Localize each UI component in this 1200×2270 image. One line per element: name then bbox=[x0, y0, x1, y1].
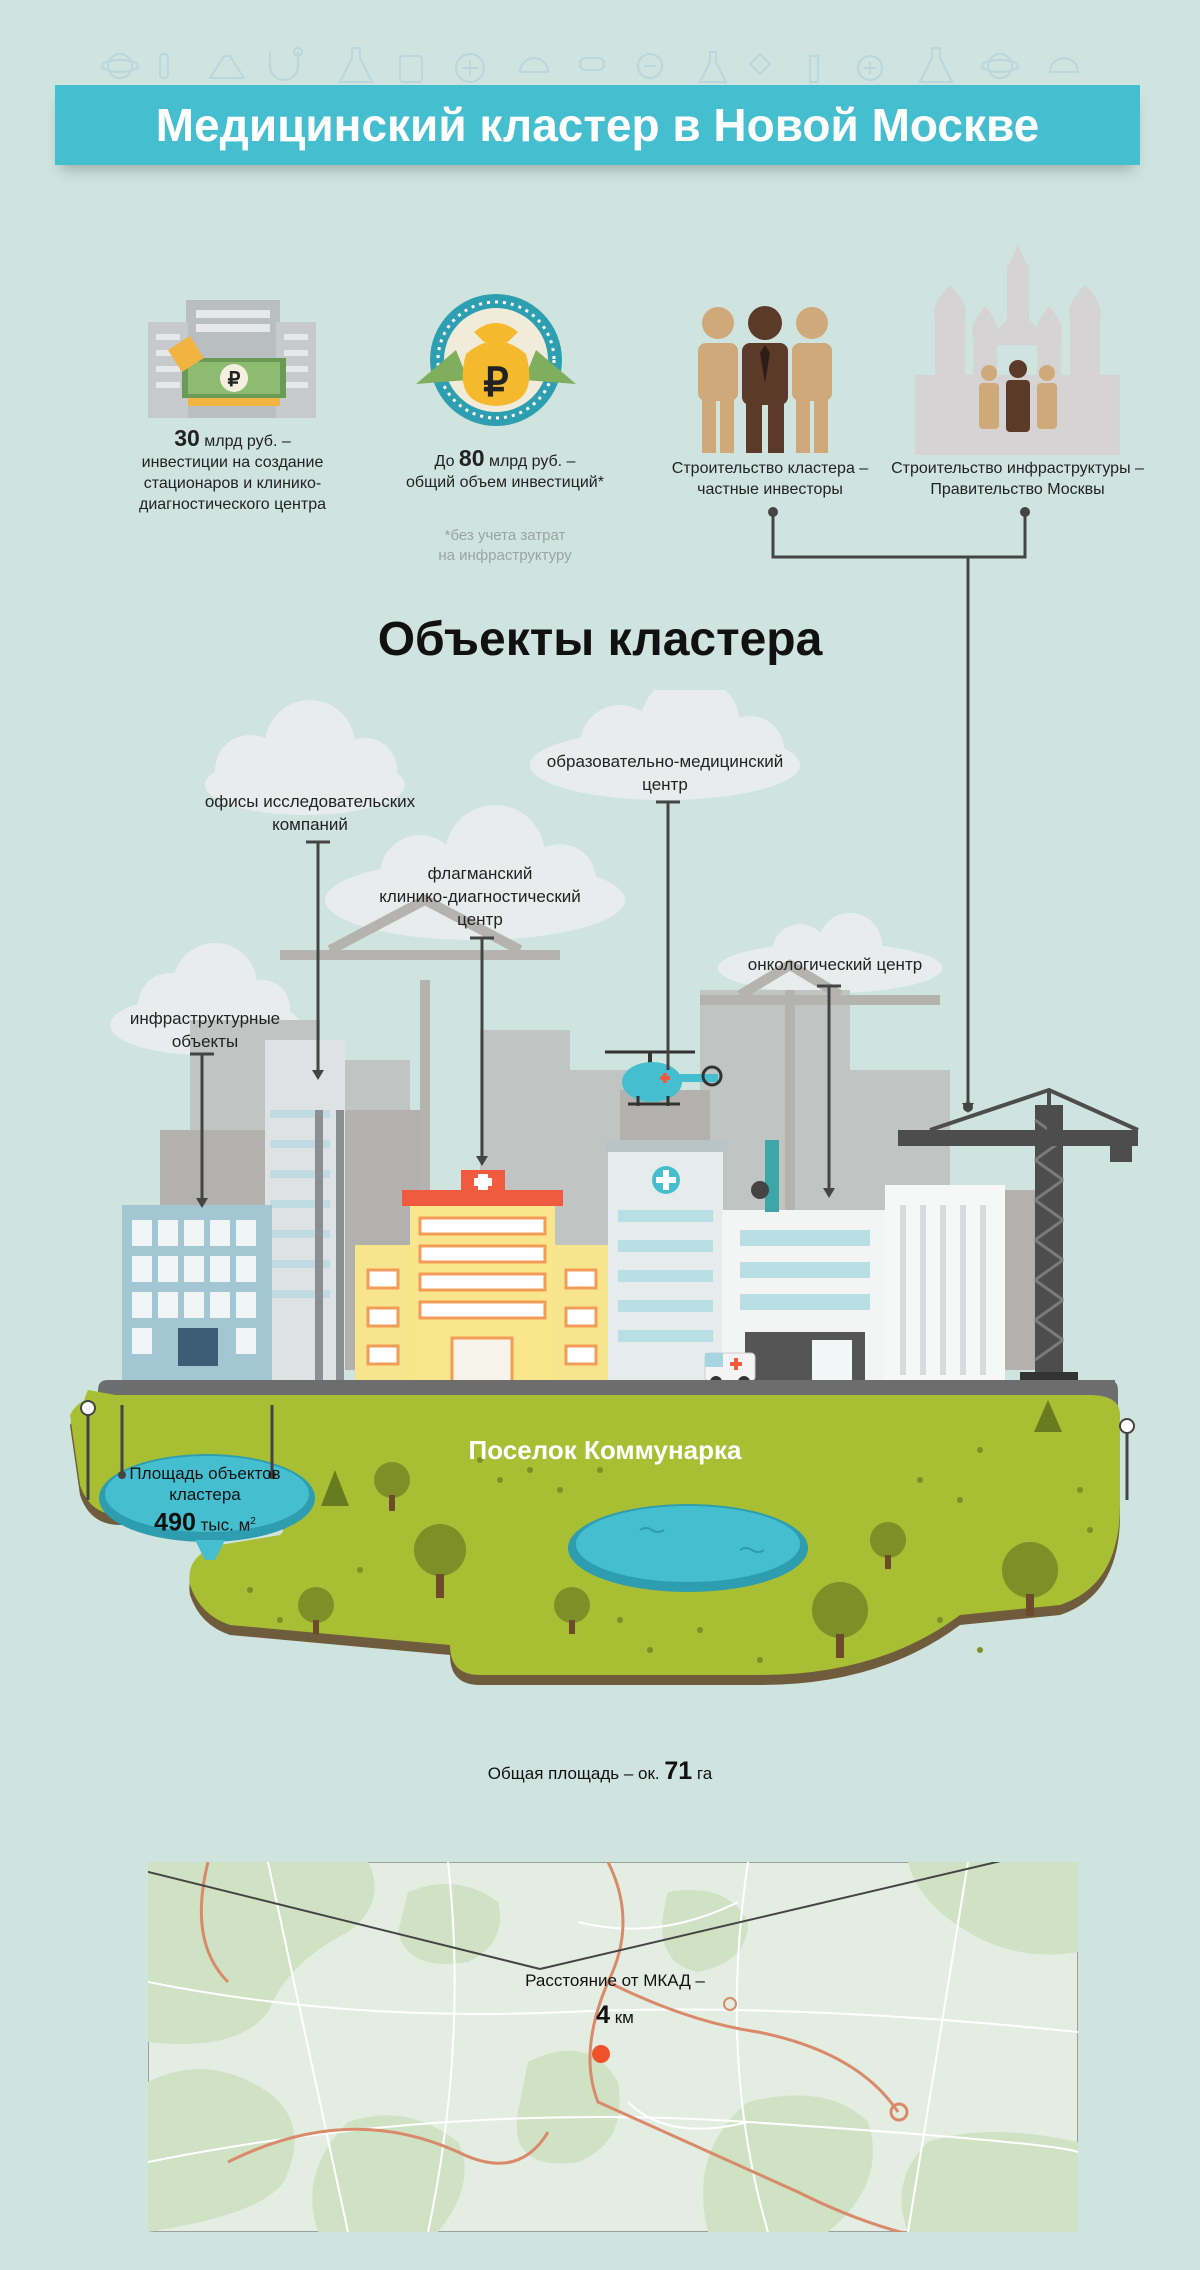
cluster-city-illustration bbox=[70, 690, 1139, 1685]
helicopter-icon bbox=[605, 1050, 723, 1106]
object-pointers bbox=[80, 800, 1135, 1500]
total-area-label: Общая площадь – ок. 71 га bbox=[487, 1757, 713, 1785]
ruble-buildings-icon: ₽ bbox=[148, 300, 316, 418]
money-bag-ruble-icon: ₽ bbox=[416, 294, 576, 426]
village-name: Поселок Коммунарка bbox=[468, 1435, 742, 1465]
kremlin-government-icon bbox=[915, 245, 1120, 455]
stat-total-investment-80: До 80 млрд руб. – общий объем инвестиций… bbox=[406, 445, 604, 492]
svg-text:₽: ₽ bbox=[228, 369, 241, 391]
location-map bbox=[148, 1862, 1078, 2232]
footnote: *без учета затрат на инфраструктуру bbox=[438, 527, 572, 564]
distance-label: Расстояние от МКАД – 4 км bbox=[525, 1971, 705, 2029]
medical-icons-pattern bbox=[101, 47, 1080, 83]
stat-government: Строительство инфраструктуры – Правитель… bbox=[891, 460, 1144, 498]
svg-text:₽: ₽ bbox=[483, 361, 508, 405]
stat-private-investors: Строительство кластера – частные инвесто… bbox=[671, 460, 869, 498]
section-title: Объекты кластера bbox=[377, 613, 823, 666]
cluster-area-label: Площадь объектов кластера 490 тыс. м2 bbox=[129, 1464, 281, 1537]
page-title: Медицинский кластер в Новой Москве bbox=[155, 99, 1040, 151]
title-banner: Медицинский кластер в Новой Москве bbox=[55, 85, 1140, 165]
crane-icon bbox=[898, 1087, 1139, 1386]
stat-investments-30: 30 млрд руб. – инвестиции на создание ст… bbox=[139, 425, 326, 514]
investors-people-icon bbox=[698, 306, 832, 453]
label-oncology-center: онкологический центр bbox=[747, 955, 923, 974]
